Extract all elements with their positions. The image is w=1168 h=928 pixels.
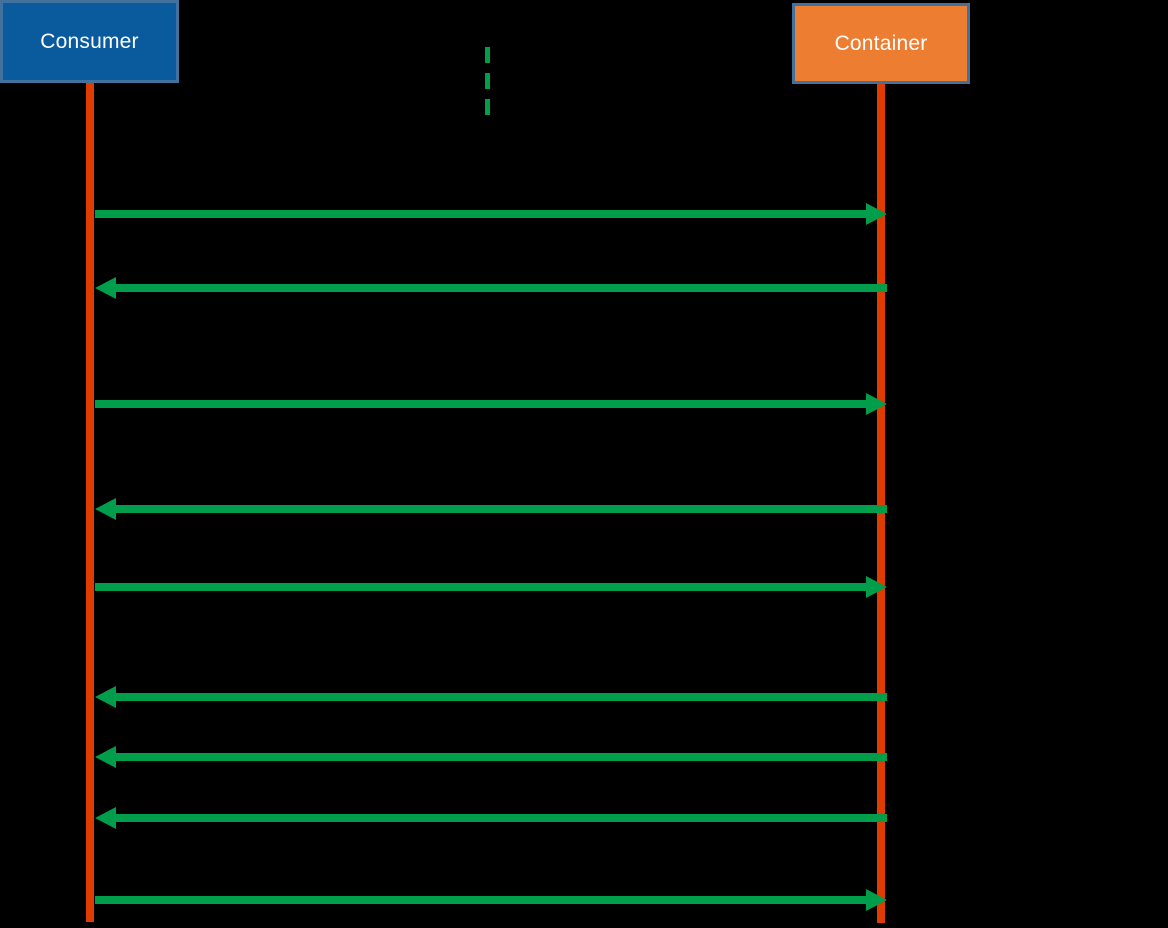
arrow-shaft bbox=[95, 400, 871, 408]
arrow-shaft bbox=[111, 284, 887, 292]
arrow-shaft bbox=[95, 896, 871, 904]
lifeline-consumer bbox=[86, 83, 94, 922]
message-arrow-8-container-to-consumer bbox=[95, 806, 887, 830]
actor-label-container: Container bbox=[834, 31, 928, 55]
arrow-head-icon bbox=[95, 746, 116, 768]
message-arrow-7-container-to-consumer bbox=[95, 745, 887, 769]
actor-label-consumer: Consumer bbox=[40, 29, 139, 53]
message-arrow-2-container-to-consumer bbox=[95, 276, 887, 300]
arrow-shaft bbox=[111, 693, 887, 701]
actor-box-container: Container bbox=[792, 3, 970, 84]
message-arrow-5-consumer-to-container bbox=[95, 575, 887, 599]
arrow-shaft bbox=[111, 753, 887, 761]
actor-box-consumer: Consumer bbox=[0, 0, 179, 83]
message-arrow-3-consumer-to-container bbox=[95, 392, 887, 416]
arrow-head-icon bbox=[95, 277, 116, 299]
message-arrow-1-consumer-to-container bbox=[95, 202, 887, 226]
message-arrow-6-container-to-consumer bbox=[95, 685, 887, 709]
arrow-shaft bbox=[111, 814, 887, 822]
arrow-shaft bbox=[95, 583, 871, 591]
lifeline-container bbox=[877, 84, 885, 923]
arrow-head-icon bbox=[866, 203, 887, 225]
dashed-connector-line bbox=[485, 47, 490, 119]
arrow-head-icon bbox=[866, 889, 887, 911]
arrow-head-icon bbox=[95, 686, 116, 708]
arrow-shaft bbox=[111, 505, 887, 513]
arrow-head-icon bbox=[866, 393, 887, 415]
message-arrow-4-container-to-consumer bbox=[95, 497, 887, 521]
arrow-head-icon bbox=[95, 807, 116, 829]
arrow-shaft bbox=[95, 210, 871, 218]
message-arrow-9-consumer-to-container bbox=[95, 888, 887, 912]
arrow-head-icon bbox=[95, 498, 116, 520]
arrow-head-icon bbox=[866, 576, 887, 598]
